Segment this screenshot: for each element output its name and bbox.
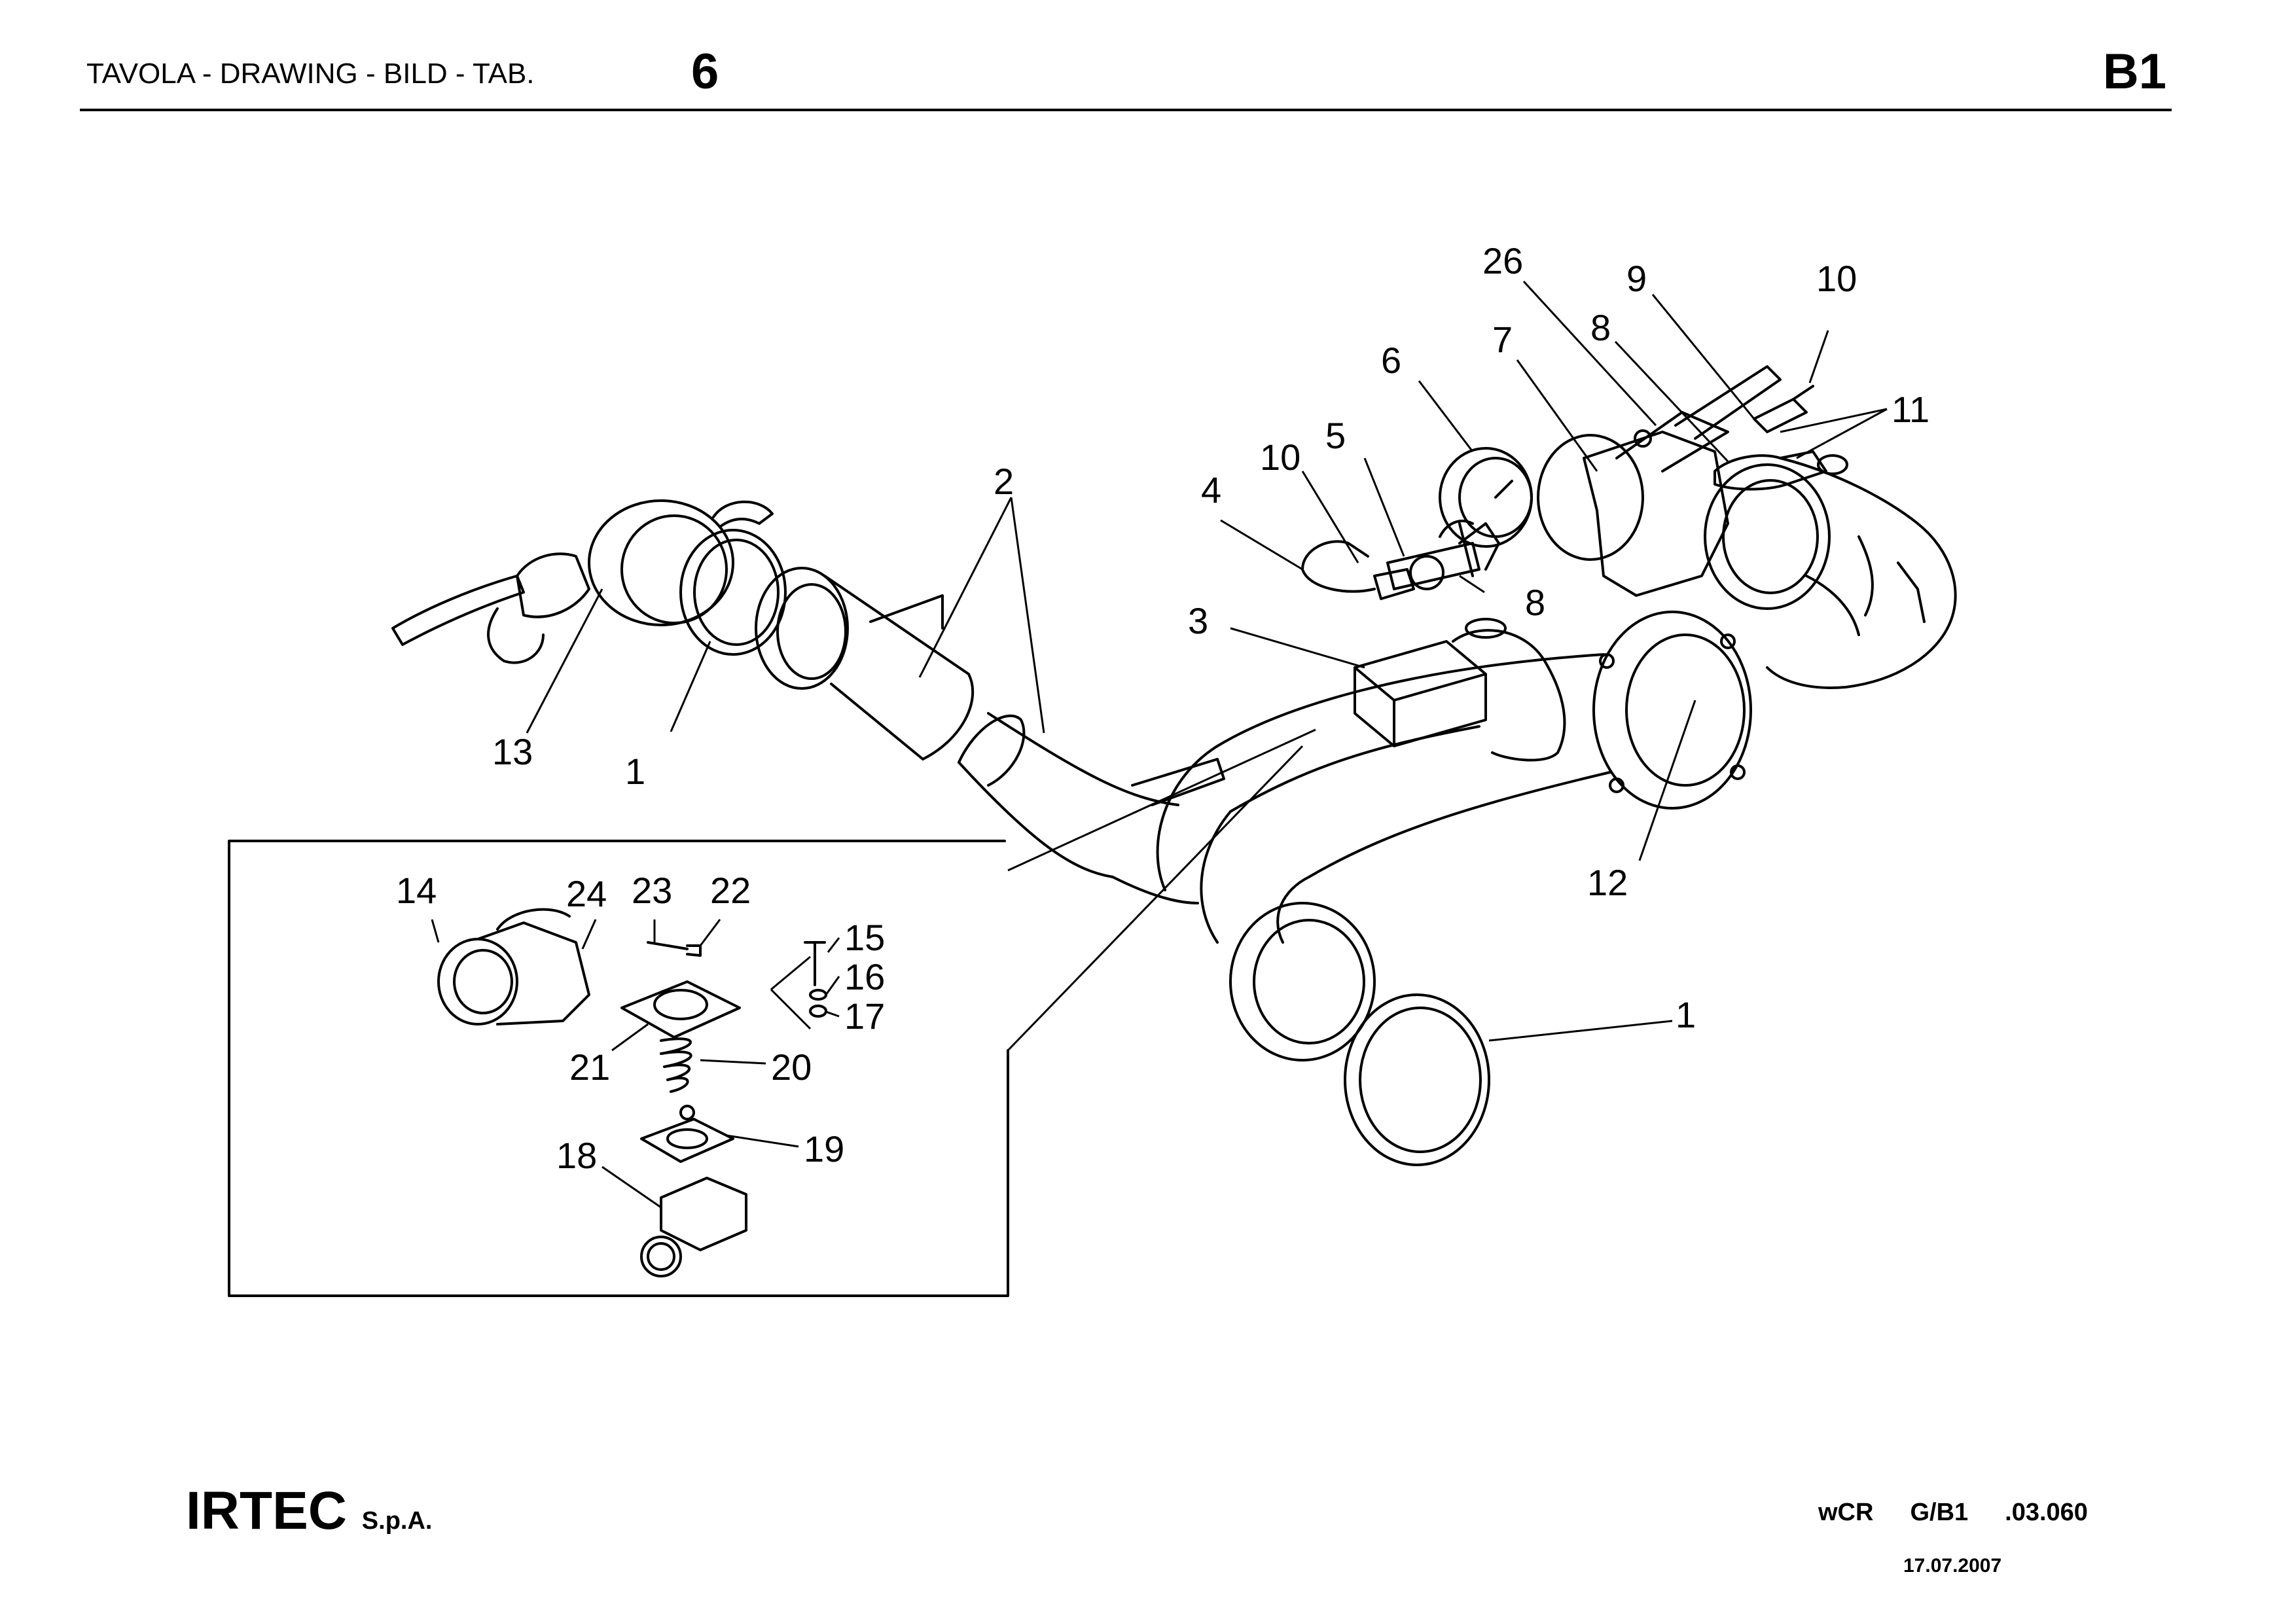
callout-15: 15 (844, 917, 885, 958)
callout-13: 13 (492, 731, 533, 772)
part-inset-fasteners (804, 941, 827, 1018)
part-valve-box (1354, 618, 1566, 762)
company-name: IRTEC S.p.A. (186, 1480, 432, 1542)
callout-16: 16 (844, 956, 885, 997)
part-flange (1592, 611, 1752, 810)
table-number: 6 (691, 44, 719, 99)
callout-2: 2 (994, 461, 1014, 502)
callout-22: 22 (710, 870, 751, 911)
callout-10-right: 10 (1816, 258, 1857, 299)
callout-20: 20 (771, 1046, 812, 1088)
callout-1-left: 1 (625, 751, 645, 792)
callout-3: 3 (1188, 600, 1208, 641)
drawing-codes: wCR G/B1 .03.060 (1818, 1499, 2088, 1527)
part-pipe-upper (755, 567, 975, 760)
callout-1-lower: 1 (1676, 994, 1696, 1035)
part-pipe-lower-bend (958, 712, 1225, 904)
code-group: G/B1 (1910, 1499, 1969, 1526)
revision-date: 17.07.2007 (1903, 1555, 2002, 1577)
callout-23: 23 (632, 870, 672, 911)
part-inset-spring-20 (660, 1037, 692, 1093)
part-pump-housing-outline (1766, 457, 1957, 689)
part-inset-screw-22-23 (647, 941, 702, 957)
callout-17: 17 (844, 995, 885, 1037)
callout-10-left: 10 (1260, 437, 1300, 478)
drawing-header-label: TAVOLA - DRAWING - BILD - TAB. (86, 58, 535, 90)
callout-6: 6 (1381, 340, 1401, 381)
code-series: wCR (1818, 1499, 1874, 1526)
part-inset-valve-14 (437, 908, 590, 1026)
part-gasket-ring-lower (1344, 993, 1490, 1166)
callout-11: 11 (1892, 389, 1929, 430)
callout-8-upper: 8 (1590, 307, 1611, 348)
company-suffix: S.p.A. (361, 1507, 433, 1535)
callout-12: 12 (1587, 862, 1628, 903)
callout-14: 14 (396, 870, 437, 911)
part-valve-body (1537, 365, 1831, 610)
code-number: .03.060 (2005, 1499, 2088, 1526)
callout-labels: 13 1 2 3 4 10 5 6 7 26 8 9 10 11 8 12 1 … (396, 240, 1929, 1176)
callout-9: 9 (1626, 258, 1647, 299)
callout-21: 21 (569, 1046, 610, 1088)
callout-18: 18 (556, 1135, 597, 1176)
callout-4: 4 (1201, 469, 1221, 510)
leader-lines (431, 280, 1888, 1209)
part-gauge-assembly (1301, 447, 1533, 600)
callout-26: 26 (1482, 240, 1523, 281)
part-inset-seat-19 (640, 1105, 734, 1163)
inset-frame (228, 840, 1009, 1297)
part-inset-cover-21 (620, 980, 741, 1039)
part-fittings-upper-right (1713, 385, 1848, 491)
header-rule (80, 109, 2172, 111)
callout-7: 7 (1492, 319, 1513, 360)
part-gasket-ring-left (679, 529, 787, 656)
part-inset-body-18 (640, 1177, 747, 1277)
company-name-main: IRTEC (186, 1481, 347, 1541)
group-code: B1 (2102, 44, 2166, 99)
callout-8-lower: 8 (1525, 582, 1545, 623)
part-end-cap-handle (391, 499, 774, 664)
callout-19: 19 (804, 1128, 844, 1169)
callout-24: 24 (566, 873, 607, 914)
part-main-manifold-pipe (1156, 653, 1611, 1061)
callout-5: 5 (1325, 415, 1346, 456)
